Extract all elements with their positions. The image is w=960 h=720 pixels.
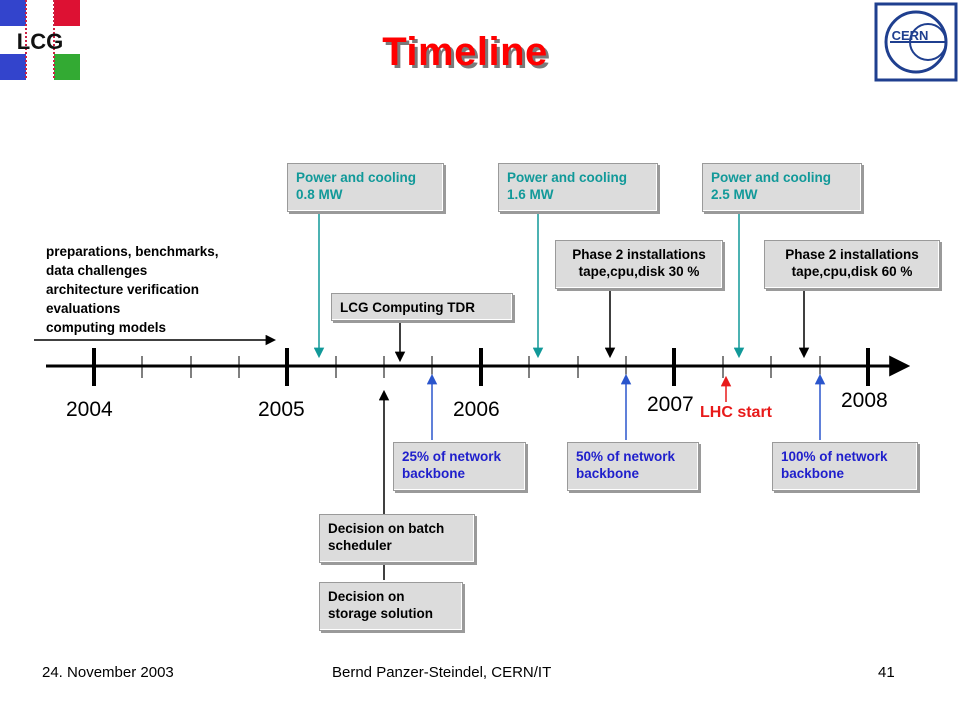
preparations-text: preparations, benchmarks, data challenge… bbox=[46, 242, 219, 337]
box-line: backbone bbox=[576, 466, 640, 481]
box-line: backbone bbox=[402, 466, 466, 481]
lhc-start-label: LHC start bbox=[700, 404, 773, 421]
box-line: 0.8 MW bbox=[296, 187, 343, 202]
lcg-logo: LCG bbox=[0, 0, 80, 80]
box-line: 100% of network bbox=[781, 449, 888, 464]
network-box-100: 100% of network backbone bbox=[772, 442, 918, 491]
box-line: Power and cooling bbox=[507, 170, 628, 185]
power-cooling-box-2: Power and cooling 1.6 MW bbox=[498, 163, 658, 212]
preparations-line: computing models bbox=[46, 320, 167, 335]
network-box-25: 25% of network backbone bbox=[393, 442, 526, 491]
preparations-line: preparations, benchmarks, bbox=[46, 244, 219, 259]
box-line: storage solution bbox=[328, 606, 434, 621]
box-line: tape,cpu,disk 30 % bbox=[578, 264, 700, 279]
footer-author: Bernd Panzer-Steindel, CERN/IT bbox=[332, 664, 552, 681]
power-cooling-box-3: Power and cooling 2.5 MW bbox=[702, 163, 862, 212]
year-label-2005: 2005 bbox=[258, 398, 305, 421]
tdr-box: LCG Computing TDR bbox=[331, 293, 513, 321]
cern-logo-text: CERN bbox=[892, 28, 929, 43]
box-line: Decision on batch bbox=[328, 521, 445, 536]
year-label-2007: 2007 bbox=[647, 393, 694, 416]
box-line: backbone bbox=[781, 466, 845, 481]
preparations-line: data challenges bbox=[46, 263, 148, 278]
preparations-line: architecture verification bbox=[46, 282, 200, 297]
box-line: tape,cpu,disk 60 % bbox=[791, 264, 913, 279]
box-line: 50% of network bbox=[576, 449, 676, 464]
slide-title: Timeline bbox=[382, 30, 548, 74]
decision-storage-box: Decision on storage solution bbox=[319, 582, 463, 631]
year-label-2008: 2008 bbox=[841, 389, 888, 412]
footer-date: 24. November 2003 bbox=[42, 664, 174, 681]
box-line: scheduler bbox=[328, 538, 392, 553]
box-line: Power and cooling bbox=[711, 170, 832, 185]
footer-page-number: 41 bbox=[878, 664, 895, 681]
decision-batch-box: Decision on batch scheduler bbox=[319, 514, 475, 563]
box-line: Power and cooling bbox=[296, 170, 417, 185]
box-line: 25% of network bbox=[402, 449, 502, 464]
box-line: Phase 2 installations bbox=[785, 247, 919, 262]
box-line: 2.5 MW bbox=[711, 187, 758, 202]
year-label-2004: 2004 bbox=[66, 398, 113, 421]
cern-logo: CERN bbox=[874, 2, 958, 82]
box-line: 1.6 MW bbox=[507, 187, 554, 202]
preparations-line: evaluations bbox=[46, 301, 121, 316]
box-line: LCG Computing TDR bbox=[340, 300, 475, 315]
phase2-box-60: Phase 2 installations tape,cpu,disk 60 % bbox=[764, 240, 940, 289]
lcg-logo-text: LCG bbox=[17, 29, 63, 54]
network-box-50: 50% of network backbone bbox=[567, 442, 699, 491]
power-cooling-box-1: Power and cooling 0.8 MW bbox=[287, 163, 444, 212]
phase2-box-30: Phase 2 installations tape,cpu,disk 30 % bbox=[555, 240, 723, 289]
year-label-2006: 2006 bbox=[453, 398, 500, 421]
box-line: Decision on bbox=[328, 589, 405, 604]
box-line: Phase 2 installations bbox=[572, 247, 706, 262]
